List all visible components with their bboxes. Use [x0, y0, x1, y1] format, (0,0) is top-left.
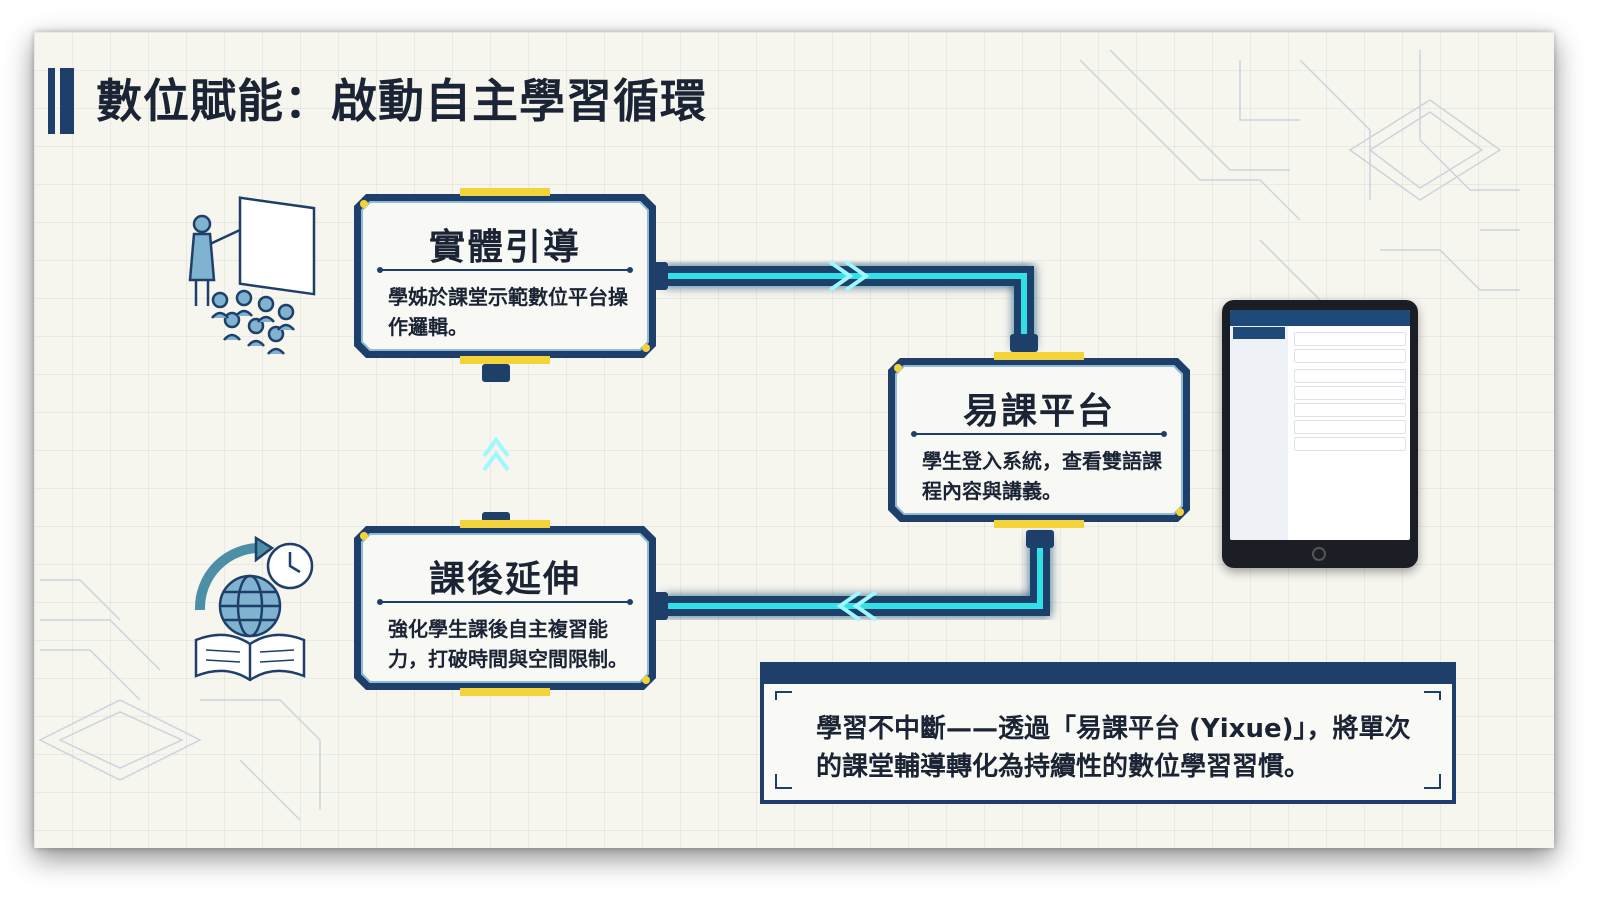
card-description: 強化學生課後自主複習能力，打破時間與空間限制。	[388, 617, 628, 671]
card-title: 易課平台	[962, 391, 1115, 432]
card-title: 實體引導	[428, 227, 581, 268]
connector-bottom	[664, 536, 1050, 616]
summary-frame	[760, 662, 1456, 804]
globe-book-clock-icon	[194, 535, 314, 682]
tablet-main	[1292, 326, 1408, 540]
tablet-sidebar	[1230, 326, 1288, 540]
circuit-lines-bottom-left	[38, 579, 321, 821]
connector-top	[664, 266, 1034, 348]
arrow-up-icon	[482, 436, 510, 472]
arrow-right-icon	[828, 260, 870, 292]
card-description: 學生登入系統，查看雙語課程內容與講義。	[922, 449, 1162, 503]
title-accent-bar	[48, 68, 55, 134]
summary-text: 學習不中斷——透過「易課平台 (Yixue)」，將單次的課堂輔導轉化為持續性的數…	[816, 714, 1411, 782]
arrow-left-icon	[836, 590, 878, 622]
card-frame	[354, 188, 656, 364]
summary-box: 學習不中斷——透過「易課平台 (Yixue)」，將單次的課堂輔導轉化為持續性的數…	[758, 660, 1458, 806]
tablet-device-icon	[1222, 300, 1418, 568]
tablet-topbar	[1230, 310, 1410, 326]
page-title: 數位賦能：啟動自主學習循環	[96, 74, 707, 128]
card-physical-guidance: 實體引導 學姊於課堂示範數位平台操作邏輯。	[350, 188, 660, 364]
card-frame	[888, 352, 1190, 528]
card-after-class: 課後延伸 強化學生課後自主複習能力，打破時間與空間限制。	[350, 520, 660, 696]
card-title: 課後延伸	[428, 559, 581, 600]
circuit-lines-top-right	[1079, 49, 1520, 330]
card-yixue-platform: 易課平台 學生登入系統，查看雙語課程內容與講義。	[884, 352, 1194, 528]
teacher-classroom-icon	[188, 196, 316, 355]
title-accent-bar-thick	[60, 68, 74, 134]
card-description: 學姊於課堂示範數位平台操作邏輯。	[388, 285, 628, 339]
tablet-home-button	[1312, 547, 1326, 561]
tablet-screen	[1230, 310, 1410, 540]
card-frame	[354, 520, 656, 696]
